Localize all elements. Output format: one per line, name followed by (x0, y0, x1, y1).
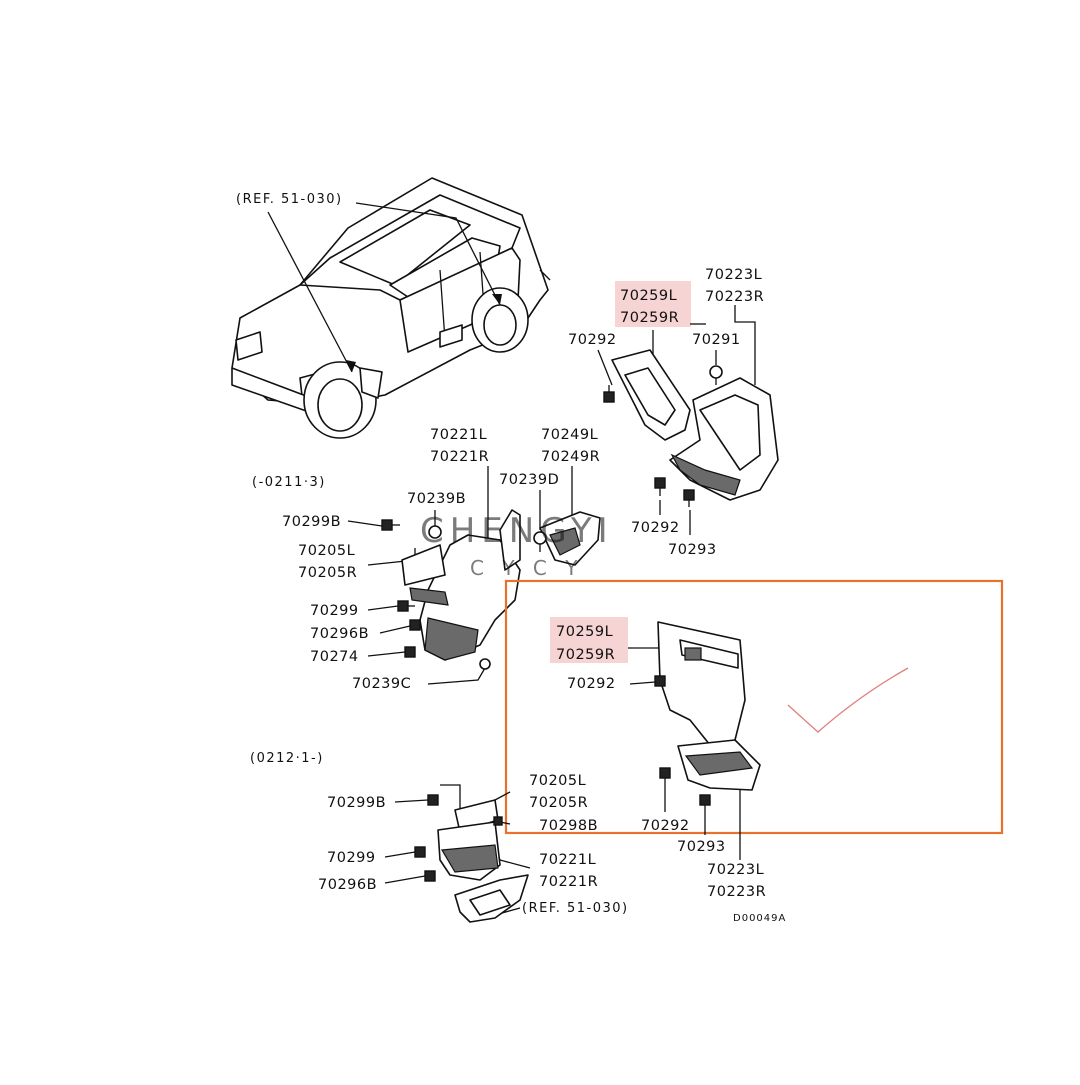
ref-leader-front (267, 211, 353, 373)
watermark-text: CHENGYI (420, 511, 614, 551)
label-70291: 70291 (692, 332, 741, 348)
label-70223R-bottom: 70223R (707, 884, 766, 900)
ref-label-bottom: (REF. 51-030) (522, 901, 629, 916)
label-70292-d: 70292 (641, 818, 690, 834)
clip-icon (428, 525, 442, 539)
period-label-2: (0212·1-) (250, 751, 324, 766)
clip-icon (479, 658, 491, 670)
period-label-1: (-0211·3) (252, 475, 326, 490)
part-70259-bottom (657, 621, 746, 746)
watermark-subtext: C Y C Y (470, 556, 583, 580)
label-70221L-a: 70221L (430, 427, 487, 443)
label-70249R: 70249R (541, 449, 600, 465)
label-70296B-a: 70296B (310, 626, 369, 642)
bolt-icon (397, 600, 415, 612)
ref-leader-rear (355, 202, 501, 306)
bolt-icon (654, 675, 666, 687)
label-70205R-a: 70205R (298, 565, 357, 581)
bolt-icon (427, 794, 439, 806)
bracket-70205 (401, 544, 446, 586)
label-70259L-top: 70259L (620, 288, 677, 304)
label-70274: 70274 (310, 649, 359, 665)
label-70299-b: 70299 (327, 850, 376, 866)
diagram-code: D00049A (733, 913, 786, 924)
ref-label-top: (REF. 51-030) (236, 192, 343, 207)
label-70221L-b: 70221L (539, 852, 596, 868)
label-70259R-bottom: 70259R (556, 647, 615, 663)
label-70221R-a: 70221R (430, 449, 489, 465)
bolt-icon (603, 385, 615, 403)
bolt-icon (654, 477, 666, 496)
label-70239B: 70239B (407, 491, 466, 507)
bolt-icon (699, 794, 711, 835)
highlight-box-top (615, 281, 691, 327)
arrow-head-icon (492, 294, 502, 305)
bolt-icon (404, 646, 416, 658)
label-70223L-top: 70223L (705, 267, 762, 283)
label-70299B-a: 70299B (282, 514, 341, 530)
label-70239C: 70239C (352, 676, 411, 692)
label-70292-a: 70292 (568, 332, 617, 348)
bolt-icon (424, 870, 436, 882)
clip-icon (533, 531, 547, 552)
label-70223L-bottom: 70223L (707, 862, 764, 878)
highlight-frame (504, 579, 1004, 835)
check-mark-icon (787, 667, 909, 733)
vehicle-illustration (231, 177, 551, 439)
highlight-box-bottom (550, 617, 628, 663)
label-70296B-b: 70296B (318, 877, 377, 893)
label-70223R-top: 70223R (705, 289, 764, 305)
label-70205L-a: 70205L (298, 543, 355, 559)
bolt-icon (683, 489, 695, 507)
label-70249L: 70249L (541, 427, 598, 443)
label-70239D: 70239D (499, 472, 559, 488)
label-70205R-b: 70205R (529, 795, 588, 811)
label-70221R-b: 70221R (539, 874, 598, 890)
label-70298B: 70298B (539, 818, 598, 834)
bolt-icon (381, 519, 400, 531)
bolt-icon (414, 846, 426, 858)
arrow-head-icon (346, 360, 356, 372)
label-70292-b: 70292 (631, 520, 680, 536)
label-70259R-top: 70259R (620, 310, 679, 326)
label-70205L-b: 70205L (529, 773, 586, 789)
label-70299-a: 70299 (310, 603, 359, 619)
label-70293-b: 70293 (677, 839, 726, 855)
label-70293-a: 70293 (668, 542, 717, 558)
label-70299B-b: 70299B (327, 795, 386, 811)
bolt-icon (409, 619, 421, 631)
clip-icon (709, 365, 723, 385)
label-70259L-bottom: 70259L (556, 624, 613, 640)
bolt-icon (659, 767, 671, 812)
clip-icon (493, 816, 503, 826)
label-70292-c: 70292 (567, 676, 616, 692)
